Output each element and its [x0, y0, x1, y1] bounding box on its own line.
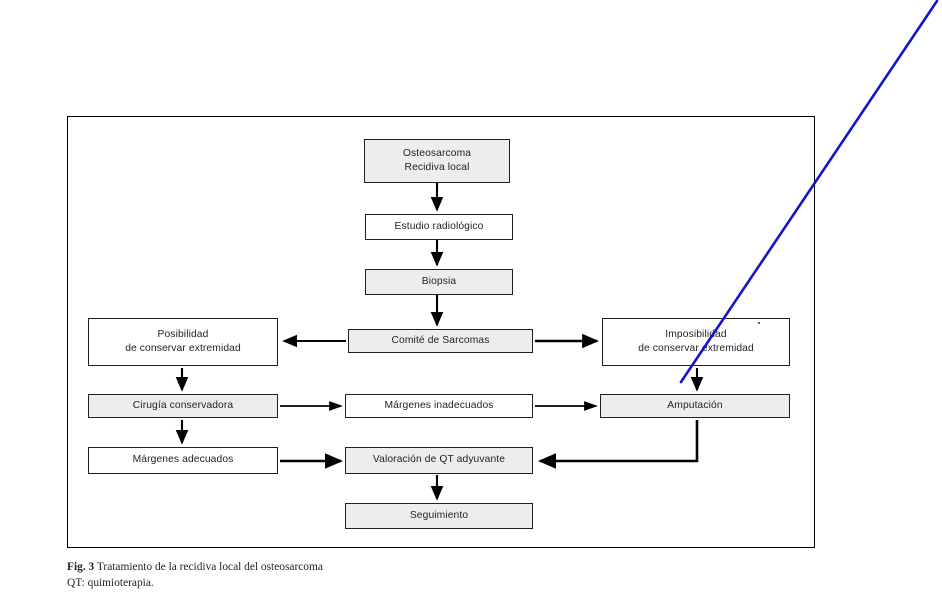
ink-speck: [758, 322, 760, 324]
node-seguimiento[interactable]: Seguimiento: [345, 503, 533, 529]
node-biopsia[interactable]: Biopsia: [365, 269, 513, 295]
node-cirugia-conservadora[interactable]: Cirugía conservadora: [88, 394, 278, 418]
caption-figure-number: Fig. 3: [67, 561, 95, 573]
caption-title: Tratamiento de la recidiva local del ost…: [94, 561, 323, 573]
node-osteosarcoma[interactable]: Osteosarcoma Recidiva local: [364, 139, 510, 183]
node-posibilidad-conservar-extremidad[interactable]: Posibilidad de conservar extremidad: [88, 318, 278, 366]
figure-caption: Fig. 3 Tratamiento de la recidiva local …: [67, 559, 767, 591]
node-valoracion-qt-adyuvante[interactable]: Valoración de QT adyuvante: [345, 447, 533, 474]
caption-legend: QT: quimioterapia.: [67, 577, 154, 590]
node-estudio-radiologico[interactable]: Estudio radiológico: [365, 214, 513, 240]
node-margenes-adecuados[interactable]: Márgenes adecuados: [88, 447, 278, 474]
node-amputacion[interactable]: Amputación: [600, 394, 790, 418]
node-imposibilidad-conservar-extremidad[interactable]: Imposibilidad de conservar extremidad: [602, 318, 790, 366]
node-comite-de-sarcomas[interactable]: Comité de Sarcomas: [348, 329, 533, 353]
node-margenes-inadecuados[interactable]: Márgenes inadecuados: [345, 394, 533, 418]
